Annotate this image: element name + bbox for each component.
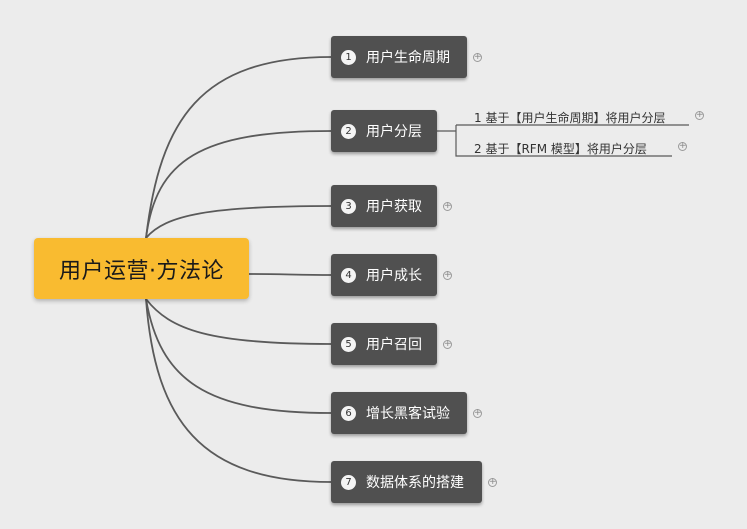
branch-number-badge: 2	[341, 123, 356, 139]
connector-4	[248, 273, 332, 276]
branch-topic-5[interactable]: 5 用户召回	[331, 323, 437, 365]
branch-topic-label: 增长黑客试验	[366, 406, 450, 422]
expand-icon[interactable]: +	[488, 477, 497, 487]
branch-topic-label: 用户获取	[366, 199, 422, 215]
branch-topic-label: 用户分层	[366, 124, 422, 140]
connector-2	[145, 130, 332, 239]
branch-topic-label: 用户成长	[366, 268, 422, 284]
expand-icon[interactable]: +	[678, 141, 687, 151]
connector-5	[145, 298, 332, 345]
branch-number-badge: 5	[341, 336, 356, 352]
root-topic-label: 用户运营·方法论	[59, 258, 224, 284]
branch-number-badge: 7	[341, 474, 356, 490]
expand-icon[interactable]: +	[443, 339, 452, 349]
expand-icon[interactable]: +	[473, 52, 482, 62]
expand-icon[interactable]: +	[695, 110, 704, 120]
expand-icon[interactable]: +	[443, 201, 452, 211]
branch-topic-3[interactable]: 3 用户获取	[331, 185, 437, 227]
branch-topic-2[interactable]: 2 用户分层	[331, 110, 437, 152]
branch-topic-label: 数据体系的搭建	[366, 475, 464, 491]
connector-6	[145, 298, 332, 414]
connector-1	[145, 56, 332, 239]
branch-topic-7[interactable]: 7 数据体系的搭建	[331, 461, 482, 503]
branch-topic-label: 用户生命周期	[366, 50, 450, 66]
branch-number-badge: 3	[341, 198, 356, 214]
sub-topic-1-label[interactable]: 1 基于【用户生命周期】将用户分层	[474, 111, 666, 125]
connector-7	[145, 298, 332, 483]
expand-icon[interactable]: +	[443, 270, 452, 280]
root-topic[interactable]: 用户运营·方法论	[34, 238, 249, 299]
connector-3	[145, 205, 332, 239]
branch-topic-label: 用户召回	[366, 337, 422, 353]
branch-topic-6[interactable]: 6 增长黑客试验	[331, 392, 467, 434]
sub-connector-bracket	[455, 125, 672, 157]
branch-number-badge: 1	[341, 49, 356, 65]
branch-number-badge: 4	[341, 267, 356, 283]
branch-number-badge: 6	[341, 405, 356, 421]
expand-icon[interactable]: +	[473, 408, 482, 418]
branch-topic-1[interactable]: 1 用户生命周期	[331, 36, 467, 78]
sub-topic-2-label[interactable]: 2 基于【RFM 模型】将用户分层	[474, 142, 647, 156]
branch-topic-4[interactable]: 4 用户成长	[331, 254, 437, 296]
